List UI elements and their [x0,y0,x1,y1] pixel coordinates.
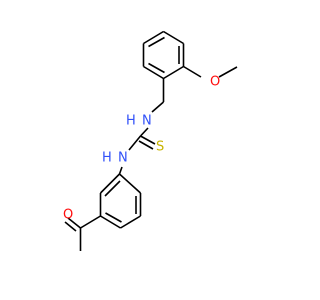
bond [99,173,121,194]
bond [138,140,154,150]
bond [143,30,164,45]
bond [105,212,122,223]
atom-nh-upper-n: N [142,114,152,129]
bond [104,180,121,197]
atom-nh-upper-h: H [126,114,136,129]
bond [183,65,202,78]
atom-nh-lower-n: N [118,151,128,166]
bond [163,65,184,80]
bond [140,135,156,145]
bond [64,221,77,232]
bond [139,127,149,137]
bond [128,135,142,151]
bond [118,166,123,175]
bond [143,65,164,80]
bond [148,62,165,74]
atom-carbonyl-oxygen: O [63,208,73,223]
bond [67,217,81,229]
atom-labels: N H N H S O O [63,75,220,223]
bond [80,215,101,229]
atom-nh-lower-h: H [102,151,112,166]
bond-lines [64,30,238,251]
atom-methoxy-oxygen: O [210,75,220,90]
bond [151,101,165,113]
bond [163,30,184,45]
molecule-diagram: N H N H S O O [63,30,238,251]
bond [148,36,165,48]
atom-sulfur: S [156,140,164,155]
bond [120,215,141,229]
bond [118,173,142,194]
bond [100,215,121,229]
bond [218,66,238,78]
